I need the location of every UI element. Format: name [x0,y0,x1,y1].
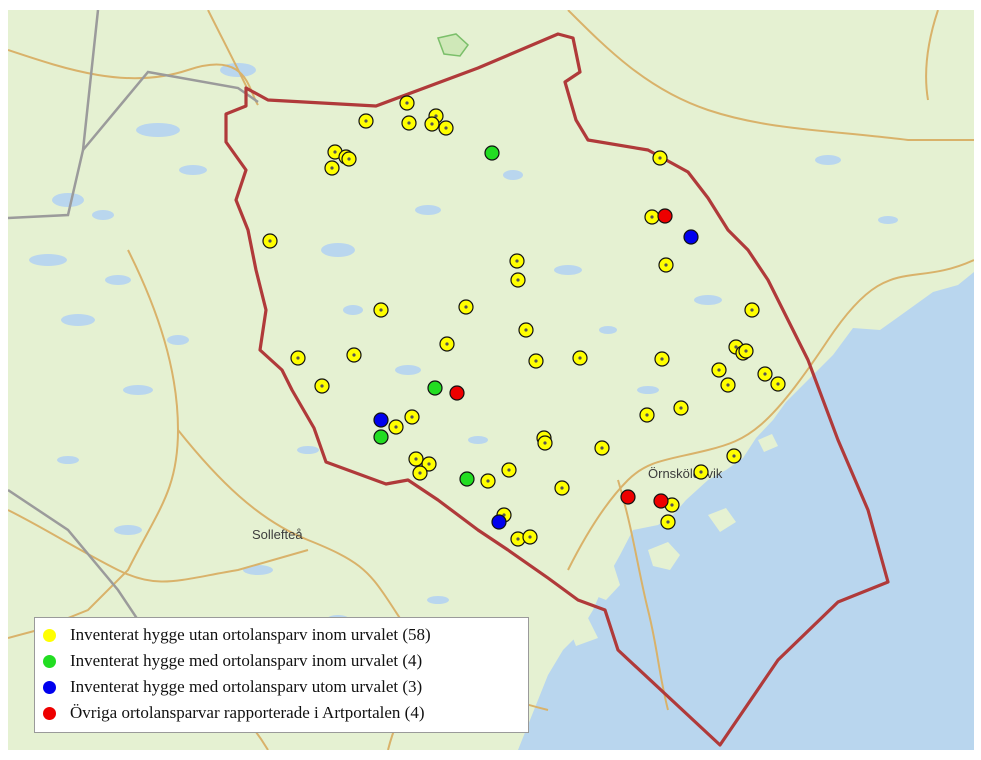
marker-yellow-center [320,384,324,388]
marker-yellow-center [430,122,434,126]
place-label-solleftea: Sollefteå [252,527,303,542]
marker-yellow-center [407,121,411,125]
legend-item-red: Övriga ortolansparvar rapporterade i Art… [43,700,520,726]
marker-yellow-center [394,425,398,429]
marker-yellow-center [418,471,422,475]
legend-label: Inventerat hygge utan ortolansparv inom … [70,625,431,644]
marker-yellow-center [410,415,414,419]
marker-red [620,489,636,505]
marker-yellow-center [507,468,511,472]
marker-red [449,385,465,401]
marker-yellow-center [560,486,564,490]
marker-green [484,145,500,161]
island [648,542,680,570]
marker-blue [491,514,507,530]
marker-yellow-center [445,342,449,346]
yellow-dot-icon [43,628,56,642]
survey-markers [262,95,786,547]
marker-green [427,380,443,396]
island [708,508,736,532]
marker-yellow-center [726,383,730,387]
marker-yellow-center [364,119,368,123]
marker-yellow-center [524,328,528,332]
marker-yellow-center [405,101,409,105]
legend-label: Övriga ortolansparvar rapporterade i Art… [70,703,425,722]
marker-green [459,471,475,487]
marker-yellow-center [645,413,649,417]
marker-yellow-center [578,356,582,360]
marker-yellow-center [333,150,337,154]
marker-yellow-center [347,157,351,161]
legend-item-yellow: Inventerat hygge utan ortolansparv inom … [43,622,520,648]
marker-yellow-center [658,156,662,160]
marker-yellow-center [717,368,721,372]
marker-yellow-center [776,382,780,386]
marker-yellow-center [543,441,547,445]
marker-yellow-center [732,454,736,458]
marker-yellow-center [664,263,668,267]
marker-yellow-center [666,520,670,524]
blue-dot-icon [43,680,56,694]
island [588,563,620,600]
legend-item-green: Inventerat hygge med ortolansparv inom u… [43,648,520,674]
legend-label: Inventerat hygge med ortolansparv inom u… [70,651,423,670]
park-outline [436,33,470,57]
island [758,434,778,452]
marker-yellow-center [516,537,520,541]
red-dot-icon [43,706,56,720]
marker-yellow-center [515,259,519,263]
marker-yellow-center [464,305,468,309]
marker-yellow-center [679,406,683,410]
marker-yellow-center [600,446,604,450]
marker-blue [683,229,699,245]
marker-yellow-center [650,215,654,219]
marker-yellow-center [486,479,490,483]
green-dot-icon [43,654,56,668]
marker-yellow-center [296,356,300,360]
marker-yellow-center [379,308,383,312]
marker-yellow-center [268,239,272,243]
marker-yellow-center [528,535,532,539]
marker-yellow-center [744,349,748,353]
marker-yellow-center [434,114,438,118]
lakes [29,63,898,625]
legend-label: Inventerat hygge med ortolansparv utom u… [70,677,423,696]
island [568,618,598,646]
marker-blue [373,412,389,428]
marker-yellow-center [534,359,538,363]
marker-yellow-center [352,353,356,357]
marker-yellow-center [750,308,754,312]
marker-red [653,493,669,509]
study-area-boundary [224,32,890,747]
marker-yellow-center [734,345,738,349]
marker-red [657,208,673,224]
marker-yellow-center [444,126,448,130]
marker-yellow-center [660,357,664,361]
marker-yellow-center [516,278,520,282]
marker-yellow-center [763,372,767,376]
marker-yellow-center [414,457,418,461]
place-label-ornskoldsvik: Örnsköldsvik [648,466,723,481]
map-legend: Inventerat hygge utan ortolansparv inom … [34,617,529,733]
marker-yellow-center [427,462,431,466]
sea-area [518,272,974,750]
legend-item-blue: Inventerat hygge med ortolansparv utom u… [43,674,520,700]
marker-green [373,429,389,445]
marker-yellow-center [670,503,674,507]
marker-yellow-center [699,470,703,474]
marker-yellow-center [330,166,334,170]
